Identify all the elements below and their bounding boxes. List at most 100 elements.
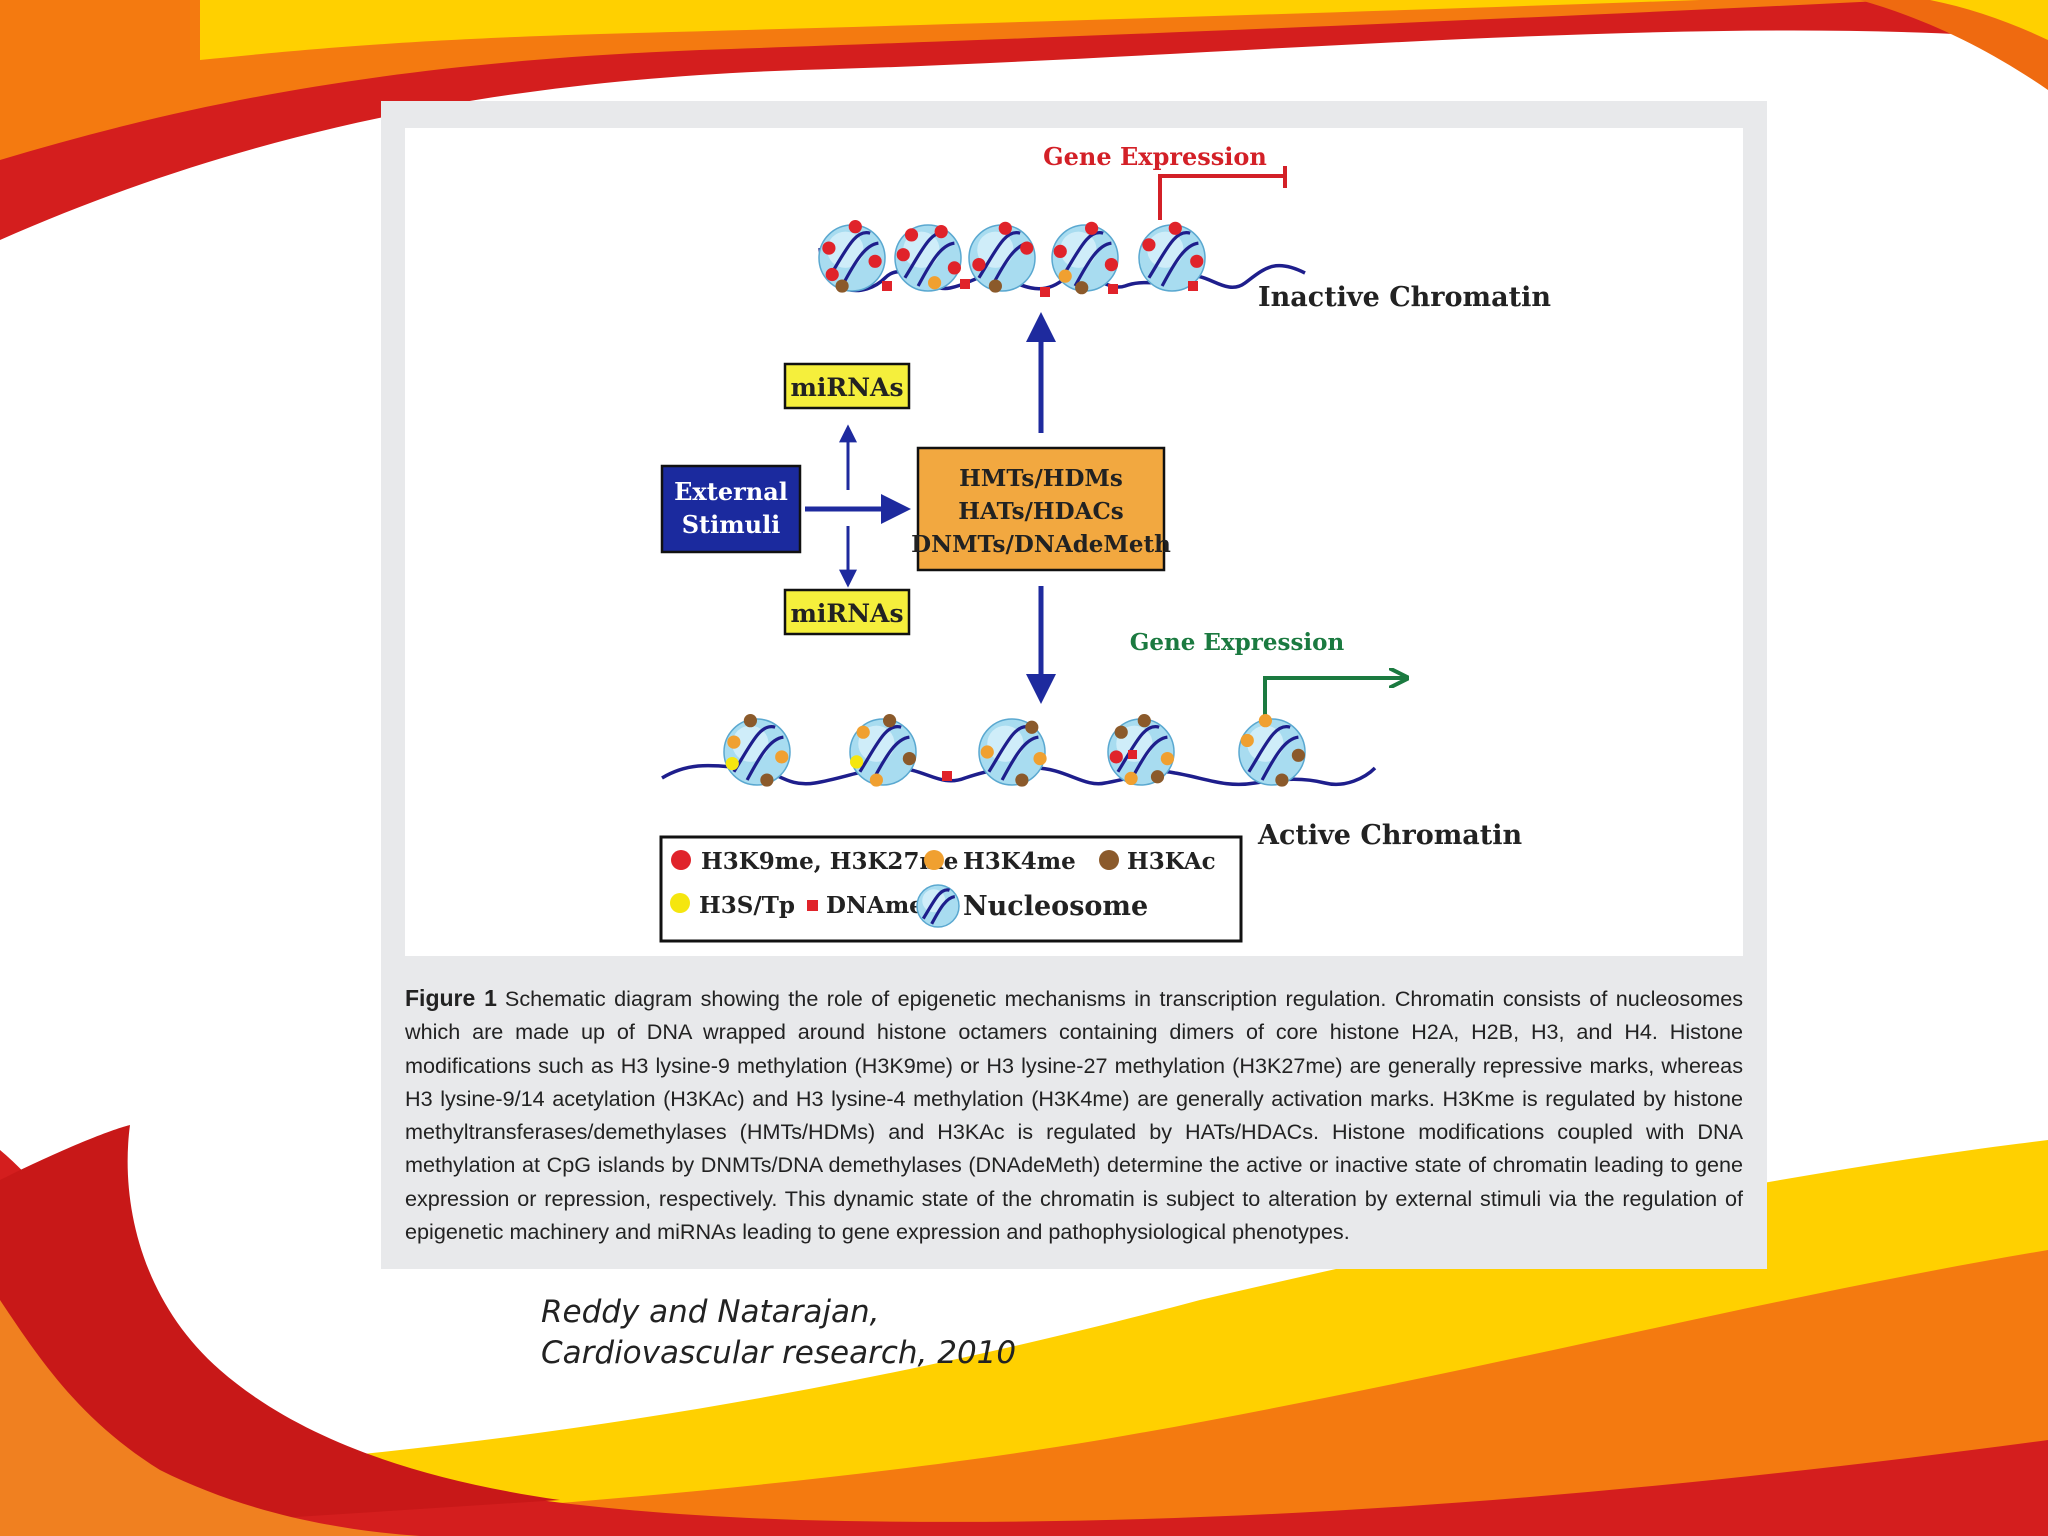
histone-mark (848, 220, 862, 234)
dna-methylation-mark (1108, 284, 1118, 294)
legend-h3stp-label: H3S/Tp (699, 892, 795, 919)
legend-yellow-dot (670, 893, 690, 913)
histone-mark (980, 745, 994, 759)
histone-mark (1291, 748, 1305, 762)
histone-mark (835, 279, 849, 293)
top-swoosh-orange (0, 0, 1900, 160)
histone-mark (1053, 244, 1067, 258)
histone-mark (869, 773, 883, 787)
enzymes-line3: DNMTs/DNAdeMeth (911, 531, 1171, 558)
histone-mark (743, 714, 757, 728)
mirnas-bottom-box (783, 588, 911, 636)
nucleosome (968, 221, 1036, 293)
external-stimuli-box (660, 464, 802, 554)
histone-mark (947, 261, 962, 275)
dna-methylation-mark (1188, 281, 1198, 291)
histone-mark (1124, 771, 1138, 786)
gene-expression-top-label: Gene Expression (1043, 142, 1267, 171)
dna-methylation-mark (882, 281, 892, 291)
nucleosome (916, 884, 960, 928)
nucleosome (849, 714, 917, 787)
enzymes-box (916, 446, 1166, 572)
histone-mark (1150, 770, 1165, 784)
top-right-streak-yellow (1930, 0, 2048, 40)
histone-mark (998, 221, 1012, 235)
citation-line1: Reddy and Natarajan, (541, 1294, 880, 1330)
nucleosome (1238, 714, 1306, 787)
histone-mark (775, 750, 789, 764)
histone-mark (1190, 254, 1204, 268)
top-swoosh-yellow (200, 0, 1700, 60)
citation: Reddy and Natarajan, Cardiovascular rese… (541, 1292, 1016, 1374)
dna-methylation-mark (1128, 750, 1137, 759)
external-stimuli-line2: Stimuli (682, 510, 781, 539)
histone-mark (1058, 269, 1072, 283)
histone-mark (1258, 714, 1272, 728)
mirnas-top-label: miRNAs (790, 373, 903, 402)
histone-mark (1020, 241, 1034, 255)
histone-mark (1033, 752, 1047, 766)
legend-h3kac-label: H3KAc (1127, 848, 1216, 875)
citation-line2: Cardiovascular research, 2010 (541, 1335, 1017, 1371)
bottom-left-flame (0, 1125, 560, 1536)
inactive-nucleosomes (818, 220, 1206, 297)
dna-methylation-mark (1040, 287, 1050, 297)
nucleosome (978, 718, 1047, 787)
nucleosome (1138, 221, 1206, 292)
nucleosome (818, 220, 886, 293)
gene-expression-bottom-label: Gene Expression (1130, 629, 1345, 656)
mirnas-bottom-label: miRNAs (790, 599, 903, 628)
histone-mark (1025, 720, 1039, 734)
inactive-chromatin-label: Inactive Chromatin (1258, 282, 1551, 313)
histone-mark (904, 228, 919, 242)
mirnas-top-box (783, 362, 911, 410)
histone-mark (1168, 221, 1182, 235)
nucleosome (1051, 221, 1119, 295)
histone-mark (972, 258, 986, 272)
histone-mark (1240, 733, 1254, 748)
histone-mark (1015, 773, 1029, 787)
histone-mark (896, 248, 910, 262)
nucleosome (1107, 714, 1175, 786)
dna-methylation-mark (960, 279, 970, 289)
histone-mark (850, 755, 864, 769)
histone-mark (902, 752, 916, 766)
histone-mark (883, 714, 897, 728)
histone-mark (1114, 725, 1128, 739)
nucleosome (894, 224, 962, 292)
histone-mark (1109, 750, 1123, 764)
top-right-streak (1860, 0, 2048, 90)
histone-mark (1142, 238, 1156, 252)
histone-mark (1104, 258, 1118, 272)
nucleosome (723, 714, 791, 787)
legend-nucleosome-label: Nucleosome (963, 891, 1148, 922)
bottom-left-flame-orange (0, 1300, 420, 1536)
figure-caption-text: Schematic diagram showing the role of ep… (405, 986, 1744, 1245)
histone-mark (725, 756, 739, 771)
legend-h3k9me-label: H3K9me, H3K27me (701, 848, 958, 875)
gene-expression-bottom-arrow (1263, 678, 1405, 718)
nucleosome-icon (916, 884, 960, 928)
dna-methylation-mark (942, 771, 952, 781)
legend-dname-label: DNAme (826, 892, 924, 919)
epigenetics-diagram: Gene Expression Inactive Chromatin miRNA… (405, 128, 1743, 956)
histone-mark (1275, 773, 1289, 787)
histone-mark (868, 254, 882, 268)
gene-expression-top-bracket (1158, 174, 1285, 220)
histone-mark (1160, 752, 1174, 766)
histone-mark (727, 735, 741, 749)
histone-mark (1085, 221, 1099, 235)
histone-mark (760, 773, 774, 787)
enzymes-line2: HATs/HDACs (958, 498, 1123, 525)
bottom-swoosh-orange (0, 1250, 2048, 1536)
external-stimuli-line1: External (674, 477, 788, 506)
legend-brown-dot (1099, 850, 1119, 870)
histone-mark (856, 725, 870, 739)
legend-red-dot (671, 850, 691, 870)
legend-h3k4me-label: H3K4me (963, 848, 1076, 875)
histone-mark (1075, 281, 1089, 295)
histone-mark (1137, 714, 1151, 728)
histone-mark (928, 276, 942, 290)
active-nucleosomes (723, 714, 1306, 787)
